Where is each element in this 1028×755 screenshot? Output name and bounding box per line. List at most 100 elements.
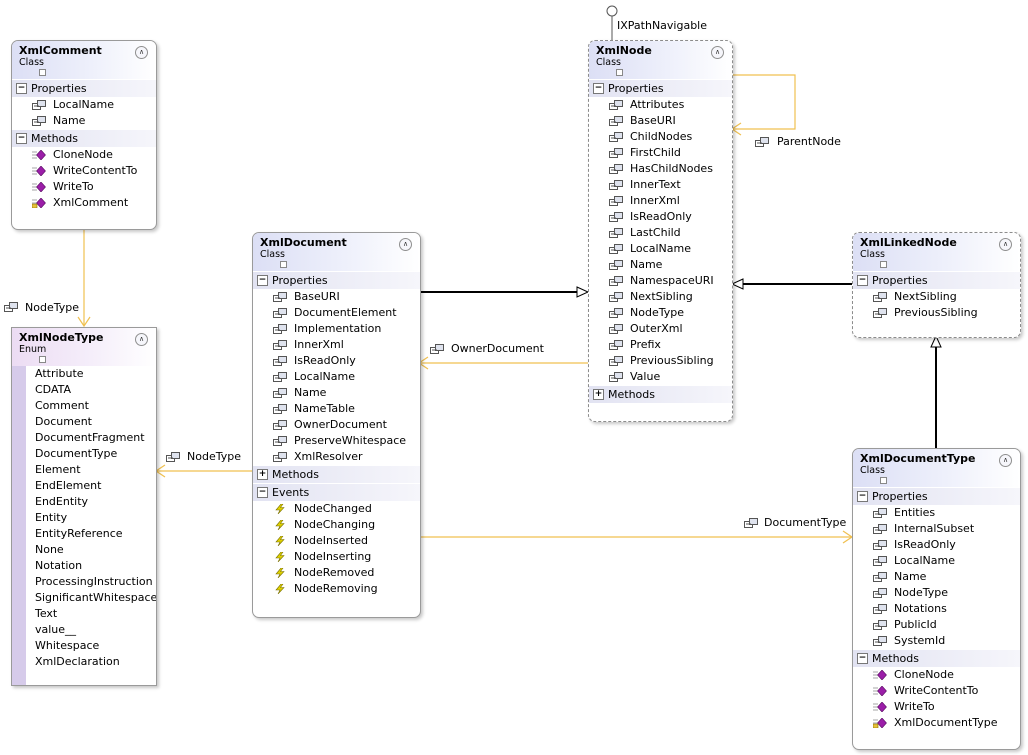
- member-row[interactable]: OwnerDocument: [253, 417, 420, 433]
- member-row[interactable]: XmlResolver: [253, 449, 420, 465]
- member-row[interactable]: NodeChanging: [253, 517, 420, 533]
- member-row[interactable]: PreviousSibling: [589, 353, 732, 369]
- enum-value[interactable]: DocumentFragment: [35, 431, 145, 444]
- member-row[interactable]: HasChildNodes: [589, 161, 732, 177]
- member-row[interactable]: WriteTo: [853, 699, 1020, 715]
- member-row[interactable]: BaseURI: [253, 289, 420, 305]
- member-row[interactable]: Name: [12, 113, 156, 129]
- member-row[interactable]: LocalName: [12, 97, 156, 113]
- member-row[interactable]: WriteTo: [12, 179, 156, 195]
- enum-value[interactable]: Whitespace: [35, 639, 100, 652]
- member-row[interactable]: CloneNode: [12, 147, 156, 163]
- section-properties[interactable]: −Properties: [853, 271, 1020, 289]
- collapse-chevron-icon[interactable]: ∧: [711, 46, 724, 59]
- member-row[interactable]: NextSibling: [589, 289, 732, 305]
- enum-value[interactable]: EntityReference: [35, 527, 123, 540]
- member-row[interactable]: LastChild: [589, 225, 732, 241]
- member-row[interactable]: NodeType: [589, 305, 732, 321]
- enum-value[interactable]: Text: [35, 607, 58, 620]
- member-row[interactable]: Notations: [853, 601, 1020, 617]
- member-row[interactable]: Name: [589, 257, 732, 273]
- section-methods[interactable]: +Methods: [589, 385, 732, 403]
- member-row[interactable]: XmlComment: [12, 195, 156, 211]
- member-row[interactable]: IsReadOnly: [589, 209, 732, 225]
- member-row[interactable]: InnerXml: [589, 193, 732, 209]
- enum-value[interactable]: EndEntity: [35, 495, 89, 508]
- member-row[interactable]: NodeInserting: [253, 549, 420, 565]
- collapse-toggle-icon[interactable]: −: [593, 83, 604, 94]
- member-row[interactable]: Prefix: [589, 337, 732, 353]
- member-row[interactable]: LocalName: [589, 241, 732, 257]
- collapse-toggle-icon[interactable]: −: [16, 83, 27, 94]
- member-row[interactable]: IsReadOnly: [853, 537, 1020, 553]
- member-row[interactable]: PreviousSibling: [853, 305, 1020, 321]
- collapse-toggle-icon[interactable]: −: [257, 275, 268, 286]
- enum-value[interactable]: Notation: [35, 559, 83, 572]
- member-row[interactable]: NamespaceURI: [589, 273, 732, 289]
- member-row[interactable]: NodeInserted: [253, 533, 420, 549]
- section-properties[interactable]: −Properties: [12, 79, 156, 97]
- member-row[interactable]: DocumentElement: [253, 305, 420, 321]
- collapse-chevron-icon[interactable]: ∧: [135, 333, 148, 346]
- collapse-toggle-icon[interactable]: −: [857, 275, 868, 286]
- enum-value[interactable]: Element: [35, 463, 81, 476]
- member-row[interactable]: NextSibling: [853, 289, 1020, 305]
- member-row[interactable]: Implementation: [253, 321, 420, 337]
- enum-value[interactable]: DocumentType: [35, 447, 118, 460]
- member-row[interactable]: NameTable: [253, 401, 420, 417]
- member-row[interactable]: BaseURI: [589, 113, 732, 129]
- enum-value[interactable]: XmlDeclaration: [35, 655, 120, 668]
- enum-value[interactable]: value__: [35, 623, 77, 636]
- member-row[interactable]: Value: [589, 369, 732, 385]
- member-row[interactable]: LocalName: [253, 369, 420, 385]
- member-row[interactable]: OuterXml: [589, 321, 732, 337]
- member-row[interactable]: InternalSubset: [853, 521, 1020, 537]
- section-properties[interactable]: −Properties: [253, 271, 420, 289]
- member-row[interactable]: XmlDocumentType: [853, 715, 1020, 731]
- member-row[interactable]: Name: [853, 569, 1020, 585]
- enum-value[interactable]: ProcessingInstruction: [35, 575, 153, 588]
- collapse-toggle-icon[interactable]: −: [857, 653, 868, 664]
- collapse-chevron-icon[interactable]: ∧: [999, 238, 1012, 251]
- enum-value[interactable]: Attribute: [35, 367, 84, 380]
- enum-value[interactable]: EndElement: [35, 479, 102, 492]
- member-row[interactable]: IsReadOnly: [253, 353, 420, 369]
- member-row[interactable]: ChildNodes: [589, 129, 732, 145]
- collapse-toggle-icon[interactable]: −: [257, 487, 268, 498]
- collapse-toggle-icon[interactable]: −: [857, 491, 868, 502]
- member-row[interactable]: LocalName: [853, 553, 1020, 569]
- member-row[interactable]: NodeRemoving: [253, 581, 420, 597]
- member-row[interactable]: PublicId: [853, 617, 1020, 633]
- member-row[interactable]: NodeRemoved: [253, 565, 420, 581]
- member-row[interactable]: InnerXml: [253, 337, 420, 353]
- member-row[interactable]: SystemId: [853, 633, 1020, 649]
- member-row[interactable]: Entities: [853, 505, 1020, 521]
- section-methods[interactable]: −Methods: [853, 649, 1020, 667]
- member-row[interactable]: NodeChanged: [253, 501, 420, 517]
- member-row[interactable]: Attributes: [589, 97, 732, 113]
- enum-value[interactable]: CDATA: [35, 383, 72, 396]
- section-methods[interactable]: −Methods: [12, 129, 156, 147]
- enum-value[interactable]: None: [35, 543, 64, 556]
- collapse-toggle-icon[interactable]: −: [16, 133, 27, 144]
- section-events[interactable]: −Events: [253, 483, 420, 501]
- enum-value[interactable]: SignificantWhitespace: [35, 591, 157, 604]
- member-row[interactable]: WriteContentTo: [12, 163, 156, 179]
- section-methods[interactable]: +Methods: [253, 465, 420, 483]
- enum-value[interactable]: Comment: [35, 399, 89, 412]
- section-properties[interactable]: −Properties: [589, 79, 732, 97]
- collapse-chevron-icon[interactable]: ∧: [135, 46, 148, 59]
- expand-toggle-icon[interactable]: +: [257, 469, 268, 480]
- section-properties[interactable]: −Properties: [853, 487, 1020, 505]
